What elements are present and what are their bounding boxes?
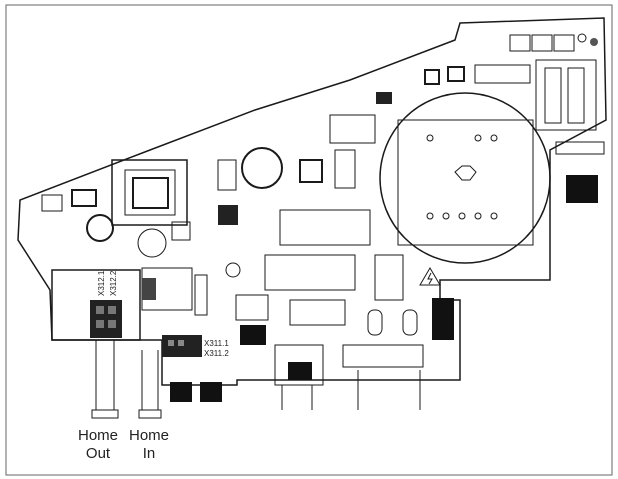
- home-in-wire: [138, 350, 162, 419]
- board-outline: [17, 17, 607, 386]
- chip: [217, 159, 237, 191]
- dark-connector: [288, 362, 312, 380]
- home-out-line2: Out: [85, 445, 111, 462]
- x312-1-label: X312.1: [97, 270, 106, 296]
- x312-2-label: X312.2: [109, 270, 118, 296]
- connector-right: [566, 175, 598, 203]
- small-chip: [424, 69, 440, 85]
- image-frame: [5, 4, 613, 476]
- high-voltage-warning-icon: [419, 267, 441, 286]
- connector-mid-right: [432, 298, 454, 340]
- component-block: [334, 149, 356, 189]
- home-out-line1: Home: [77, 427, 118, 444]
- connector: [374, 254, 404, 301]
- home-in-line2: In: [142, 445, 156, 462]
- resistor: [474, 64, 531, 84]
- chip: [41, 194, 63, 212]
- chip: [71, 189, 97, 207]
- fuse: [402, 309, 418, 336]
- component-block: [274, 344, 324, 386]
- dark-connector: [170, 382, 192, 402]
- capacitor: [241, 147, 283, 189]
- resistor: [555, 141, 605, 155]
- relay: [279, 209, 371, 246]
- component-block: [329, 114, 376, 144]
- ic-chip: [376, 92, 392, 104]
- mounting-hole: [225, 262, 241, 278]
- ic-chip: [218, 205, 238, 225]
- home-out-label: Home Out: [75, 427, 121, 463]
- transformer: [379, 92, 551, 264]
- terminal-strip: [342, 344, 424, 368]
- chip: [171, 221, 191, 241]
- home-in-label: Home In: [126, 427, 172, 463]
- dark-connector: [240, 325, 266, 345]
- relay: [264, 254, 356, 291]
- x311-1-label: X311.1: [204, 339, 229, 348]
- small-transformer: [111, 159, 188, 226]
- x312-connector: X312.1 X312.2: [51, 269, 141, 341]
- fuse: [367, 309, 383, 336]
- x311-connector: X311.1 X311.2: [162, 335, 229, 358]
- component-block: [235, 294, 269, 321]
- home-in-line1: Home: [128, 427, 169, 444]
- capacitor: [137, 228, 167, 258]
- inductor: [86, 214, 114, 242]
- relay: [289, 299, 346, 326]
- top-right-connector: [509, 33, 598, 52]
- chip: [299, 159, 323, 183]
- relay-top-right: [535, 59, 597, 131]
- pin-header: [194, 274, 208, 316]
- dark-connector: [200, 382, 222, 402]
- rj-port: [142, 278, 156, 300]
- home-out-wire: [91, 340, 119, 419]
- x311-2-label: X311.2: [204, 349, 229, 358]
- lower-wires: [281, 370, 421, 410]
- small-chip: [447, 66, 465, 82]
